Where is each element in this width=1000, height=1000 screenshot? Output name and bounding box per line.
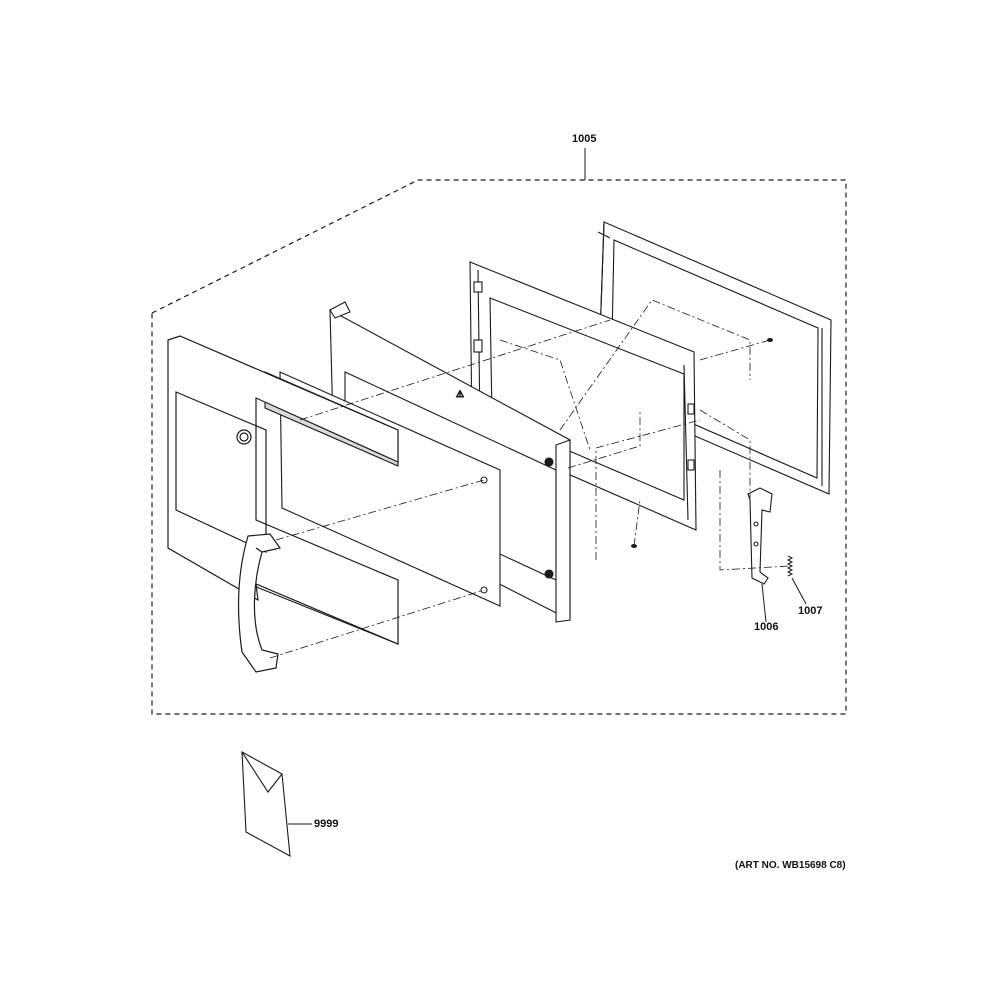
leader-1006 (761, 583, 767, 623)
callout-1006: 1006 (754, 621, 779, 633)
alignment-lines (269, 299, 791, 659)
svg-text:⚠: ⚠ (456, 390, 464, 400)
assembly-boundary-1005 (151, 179, 847, 715)
art-number: (ART NO. WB15698 C8) (735, 860, 846, 871)
rear-door-frame (597, 221, 832, 495)
door-handle (238, 533, 282, 673)
latch-spring (786, 555, 794, 577)
callout-9999: 9999 (314, 818, 339, 830)
callout-1005: 1005 (572, 133, 597, 145)
latch-hook (747, 487, 773, 585)
literature-booklet (241, 751, 291, 857)
leader-1007 (791, 577, 807, 605)
callout-1007: 1007 (798, 605, 823, 617)
